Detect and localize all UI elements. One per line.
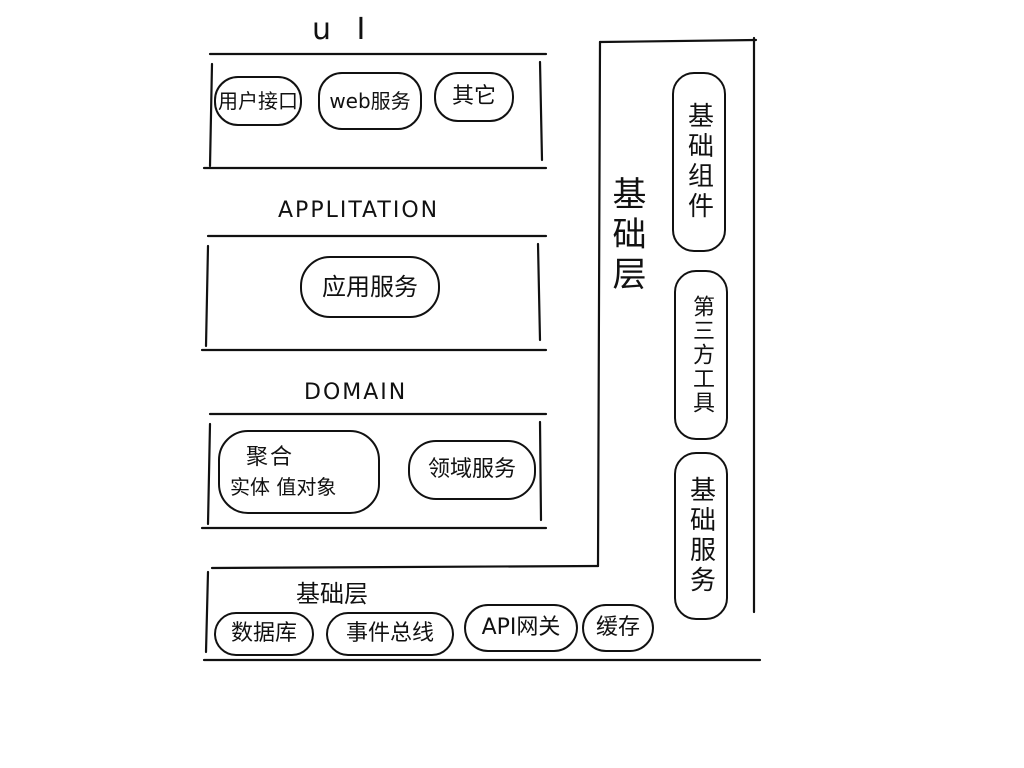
application-service-box: 应用服务 — [300, 256, 440, 318]
domain-service-box: 领域服务 — [408, 440, 536, 500]
other-label: 其它 — [451, 83, 496, 109]
application-layer-title: APPLITATION — [278, 198, 440, 223]
event-bus-label: 事件总线 — [345, 620, 434, 646]
database-box: 数据库 — [214, 612, 314, 656]
cache-box: 缓存 — [582, 604, 654, 652]
infrastructure-side-title: 基础层 — [606, 176, 646, 296]
aggregate-box: 聚合 实体 值对象 — [218, 430, 380, 514]
third-party-tools-label: 第三方工具 — [689, 295, 714, 415]
base-service-box: 基础服务 — [674, 452, 728, 620]
cache-label: 缓存 — [595, 614, 640, 640]
web-service-box: web服务 — [318, 72, 422, 130]
api-gateway-label: API网关 — [481, 614, 561, 640]
base-component-box: 基础组件 — [672, 72, 726, 252]
database-label: 数据库 — [230, 620, 297, 646]
entity-value-object-label: 实体 值对象 — [230, 475, 337, 500]
domain-service-label: 领域服务 — [427, 456, 516, 482]
user-interface-box: 用户接口 — [214, 76, 302, 126]
web-service-label: web服务 — [329, 89, 411, 113]
ui-layer-title: u I — [312, 12, 374, 47]
third-party-tools-box: 第三方工具 — [674, 270, 728, 440]
infrastructure-bottom-title: 基础层 — [296, 580, 368, 608]
base-service-label: 基础服务 — [685, 476, 716, 596]
domain-layer-title: DOMAIN — [304, 380, 408, 405]
event-bus-box: 事件总线 — [326, 612, 454, 656]
base-component-label: 基础组件 — [683, 102, 714, 222]
aggregate-label: 聚合 — [246, 444, 295, 470]
application-service-label: 应用服务 — [322, 272, 418, 301]
other-box: 其它 — [434, 72, 514, 122]
user-interface-label: 用户接口 — [218, 89, 298, 113]
api-gateway-box: API网关 — [464, 604, 578, 652]
